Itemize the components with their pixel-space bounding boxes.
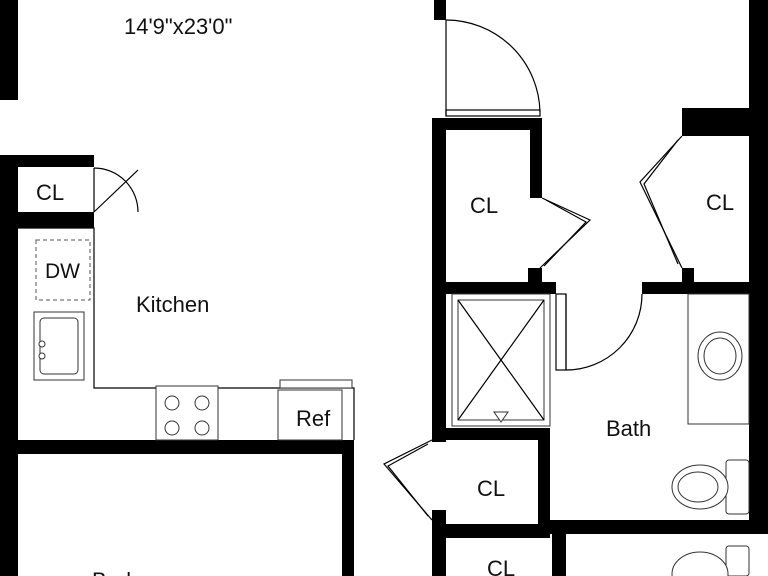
closet3-right-wall bbox=[749, 108, 768, 304]
top-middle-wall bbox=[434, 0, 446, 20]
fixtures bbox=[18, 227, 750, 576]
closet3-door-bifold bbox=[639, 135, 683, 269]
bath-left-wall bbox=[432, 282, 446, 442]
closet-label-5: CL bbox=[487, 556, 515, 576]
kitchen-counter-outline bbox=[18, 227, 355, 440]
closet-label-4: CL bbox=[477, 476, 505, 501]
bath-door-swing bbox=[565, 293, 643, 371]
kitchen-label: Kitchen bbox=[136, 292, 209, 317]
bath-bottom-wall bbox=[538, 520, 768, 534]
closet5-right-wall bbox=[552, 534, 566, 576]
entry-door-threshold bbox=[445, 109, 541, 117]
stove-outline bbox=[155, 385, 219, 441]
closet4-left-wall bbox=[432, 510, 446, 576]
bedroom-right-wall bbox=[342, 440, 354, 576]
toilet-1-seat bbox=[677, 471, 719, 503]
top-right-wall bbox=[749, 0, 768, 108]
kitchen-sink-basin bbox=[39, 317, 79, 375]
closet4-top-wall bbox=[432, 428, 550, 440]
sink-drain-icon bbox=[38, 352, 46, 360]
bath-right-wall bbox=[749, 282, 768, 522]
hall-closet-top-wall bbox=[432, 118, 542, 130]
vanity-sink-basin bbox=[703, 337, 737, 375]
closet3-door-bifold-inner bbox=[643, 139, 679, 265]
bath-top-wall-left bbox=[432, 282, 556, 294]
left-closet-bottom-wall bbox=[0, 212, 94, 228]
refrigerator-outline bbox=[277, 389, 343, 441]
toilet-2-bowl bbox=[671, 551, 729, 576]
bedroom-left-wall bbox=[0, 440, 18, 576]
closet2-right-wall-top bbox=[530, 118, 542, 198]
doors bbox=[93, 19, 683, 521]
stove-burner-1 bbox=[164, 395, 180, 411]
bath-label: Bath bbox=[606, 416, 651, 441]
shower-drain-icon bbox=[493, 411, 509, 423]
hall-left-wall bbox=[432, 118, 446, 288]
closet2-right-wall-bottom bbox=[528, 268, 542, 282]
closet4-door-bifold-inner bbox=[387, 443, 429, 517]
sink-faucet-icon bbox=[38, 340, 46, 348]
closet-label-3: CL bbox=[706, 190, 734, 215]
shower-diagonal-2 bbox=[457, 299, 545, 421]
left-outer-wall-top bbox=[0, 0, 18, 100]
left-outer-wall-lower bbox=[0, 158, 18, 448]
toilet-1-tank bbox=[725, 459, 750, 515]
closet1-door-swing bbox=[93, 167, 139, 213]
kitchen-bedroom-wall bbox=[0, 440, 354, 454]
toilet-2-tank bbox=[725, 545, 750, 576]
closet2-door-bifold-inner bbox=[543, 199, 587, 267]
closet3-left-wall-bottom bbox=[682, 268, 694, 282]
stove-burner-4 bbox=[194, 420, 210, 436]
closet2-door-bifold bbox=[539, 197, 592, 269]
room-labels: 14'9"x23'0" CL DW Kitchen Ref CL CL Bath… bbox=[36, 14, 734, 576]
bath-door-jamb bbox=[555, 293, 567, 371]
closet-label-2: CL bbox=[470, 193, 498, 218]
bath-top-wall-right bbox=[642, 282, 768, 294]
dishwasher-outline bbox=[35, 239, 91, 301]
stove-burner-3 bbox=[164, 420, 180, 436]
refrigerator-label: Ref bbox=[296, 406, 331, 431]
closet3-left-wall-top bbox=[682, 108, 694, 136]
closet4-door-bifold bbox=[383, 439, 433, 521]
closet4-bottom-wall bbox=[432, 524, 550, 538]
entry-door-swing bbox=[445, 19, 541, 113]
refrigerator-top bbox=[279, 379, 353, 389]
living-room-dimensions: 14'9"x23'0" bbox=[124, 14, 232, 39]
closet1-door-leaf-2 bbox=[93, 169, 139, 213]
closet-label-1: CL bbox=[36, 180, 64, 205]
closet4-right-wall bbox=[538, 428, 550, 538]
dishwasher-label: DW bbox=[45, 260, 80, 283]
left-closet-top-wall bbox=[0, 155, 94, 167]
bedroom-label: Bedroom bbox=[92, 568, 181, 576]
stove-burner-2 bbox=[194, 395, 210, 411]
